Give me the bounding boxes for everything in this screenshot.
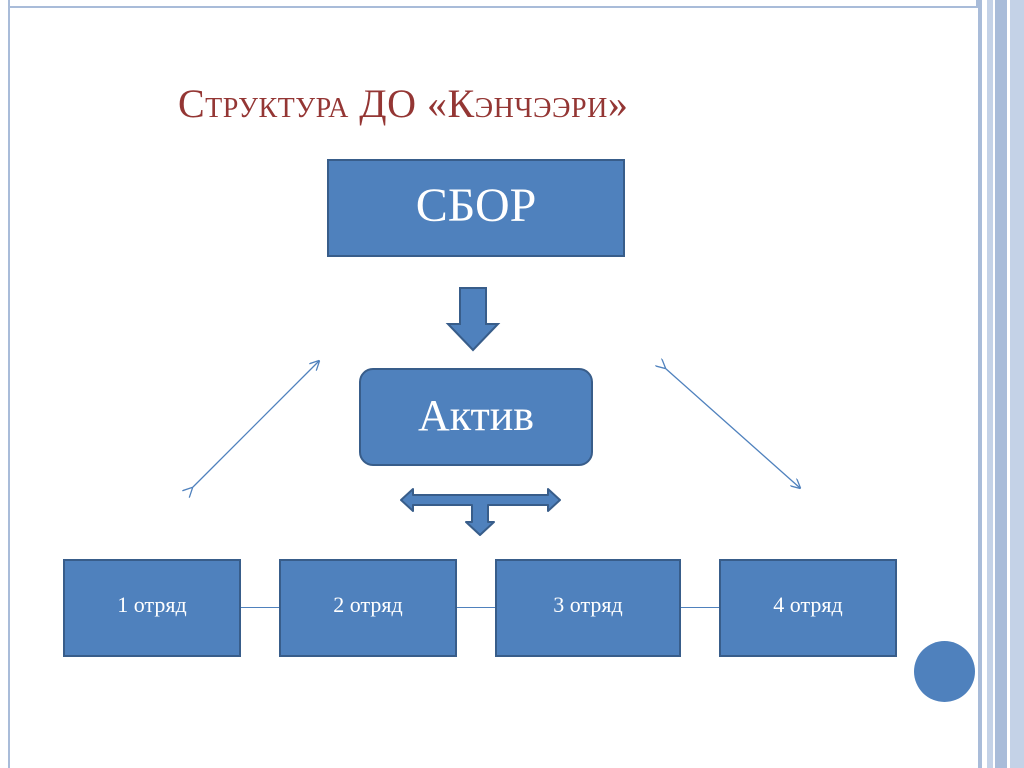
node-unit-1: 1 отряд <box>63 559 241 657</box>
frame-right-stripe <box>995 0 1007 768</box>
slide-title: Структура ДО «Кэнчээри» <box>178 81 629 126</box>
node-aktiv: Актив <box>359 368 593 466</box>
unit-connector-line <box>681 607 719 608</box>
decorative-circle <box>914 641 975 702</box>
frame-right-stripe <box>1010 0 1024 768</box>
node-unit-4: 4 отряд <box>719 559 897 657</box>
left-diagonal-arrow <box>192 361 319 488</box>
node-unit-2: 2 отряд <box>279 559 457 657</box>
right-diagonal-arrow <box>665 368 800 488</box>
unit-connector-line <box>457 607 495 608</box>
node-unit-3: 3 отряд <box>495 559 681 657</box>
frame-left-border <box>8 0 10 768</box>
frame-right-stripe <box>987 0 993 768</box>
down-block-arrow <box>445 287 501 352</box>
node-sbor: СБОР <box>327 159 625 257</box>
left-right-down-block-arrow <box>400 488 561 536</box>
frame-right-stripe <box>978 0 982 768</box>
unit-connector-line <box>241 607 279 608</box>
